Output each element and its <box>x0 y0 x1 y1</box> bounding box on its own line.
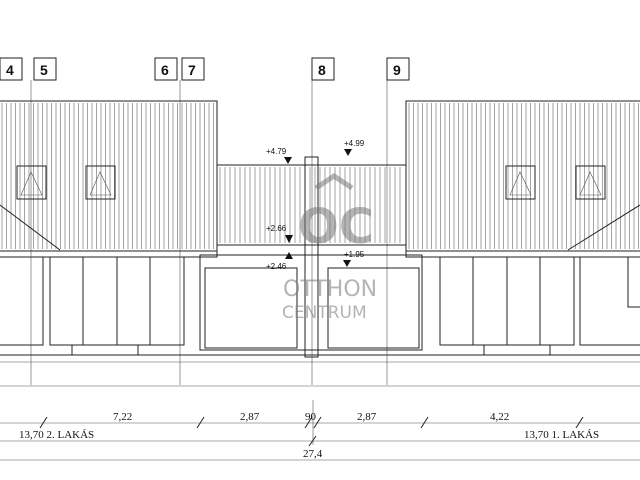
dimension-lines: 7,22 2,87 90 2,87 4,22 13,70 2. LAKÁS 13… <box>0 400 640 461</box>
watermark-logo: OC <box>298 199 374 255</box>
level-499: +4.99 <box>344 139 365 148</box>
total-dimension: 27,4 <box>303 448 323 460</box>
party-wall <box>304 156 319 358</box>
level-246: +2.46 <box>266 262 287 271</box>
grid-axes: 4 5 6 7 8 9 <box>0 57 410 385</box>
level-markers: +4.79 +4.99 +2.66 +2.46 +1.95 <box>266 139 365 271</box>
dim-2-87-right: 2,87 <box>357 411 377 423</box>
dim-90: 90 <box>305 411 317 423</box>
right-unit-label: 13,70 1. LAKÁS <box>524 429 599 441</box>
garage-door-right <box>327 267 420 349</box>
dim-2-87-left: 2,87 <box>240 411 260 423</box>
left-house <box>0 100 218 356</box>
grid-label-5: 5 <box>40 62 48 78</box>
watermark: OC OTTHON CENTRUM <box>282 172 377 323</box>
watermark-line1: OTTHON <box>283 277 377 302</box>
right-house <box>405 100 640 356</box>
garage-block <box>199 156 423 358</box>
grid-label-7: 7 <box>188 62 196 78</box>
dim-7-22: 7,22 <box>113 411 132 423</box>
grid-label-4: 4 <box>6 62 14 78</box>
level-479: +4.79 <box>266 147 287 156</box>
left-unit-label: 13,70 2. LAKÁS <box>19 429 94 441</box>
garage-door-left <box>204 267 298 349</box>
grid-label-6: 6 <box>161 62 169 78</box>
grid-label-8: 8 <box>318 62 326 78</box>
level-266: +2.66 <box>266 224 287 233</box>
level-195: +1.95 <box>344 250 365 259</box>
watermark-line2: CENTRUM <box>282 303 367 323</box>
dim-4-22: 4,22 <box>490 411 509 423</box>
grid-label-9: 9 <box>393 62 401 78</box>
